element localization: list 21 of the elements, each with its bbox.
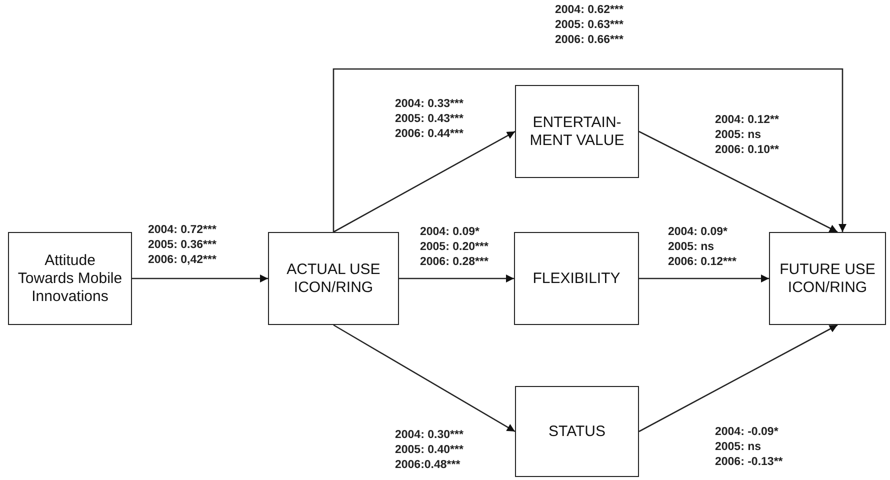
edge-label: 2004: 0.72*** 2005: 0.36*** 2006: 0,42*** <box>148 223 216 268</box>
arrow <box>399 274 514 282</box>
process-box <box>514 232 639 325</box>
node-label: ACTUAL USE ICON/RING <box>286 260 382 296</box>
node-label: Attitude Towards Mobile Innovations <box>16 252 124 306</box>
arrow <box>132 274 268 282</box>
arrow <box>333 324 516 432</box>
node-label: ENTERTAIN- MENT VALUE <box>528 114 626 150</box>
process-box <box>515 85 639 178</box>
arrow <box>332 68 846 232</box>
process-box <box>769 232 886 325</box>
arrow <box>639 274 769 282</box>
node-label: STATUS <box>548 422 606 440</box>
process-box <box>8 232 132 325</box>
arrow <box>638 324 838 432</box>
node-label: FUTURE USE ICON/RING <box>778 260 876 296</box>
arrow <box>333 130 516 233</box>
node-label: FLEXIBILITY <box>532 270 620 288</box>
process-box <box>268 232 399 325</box>
arrow <box>638 130 838 233</box>
process-box <box>515 386 639 477</box>
